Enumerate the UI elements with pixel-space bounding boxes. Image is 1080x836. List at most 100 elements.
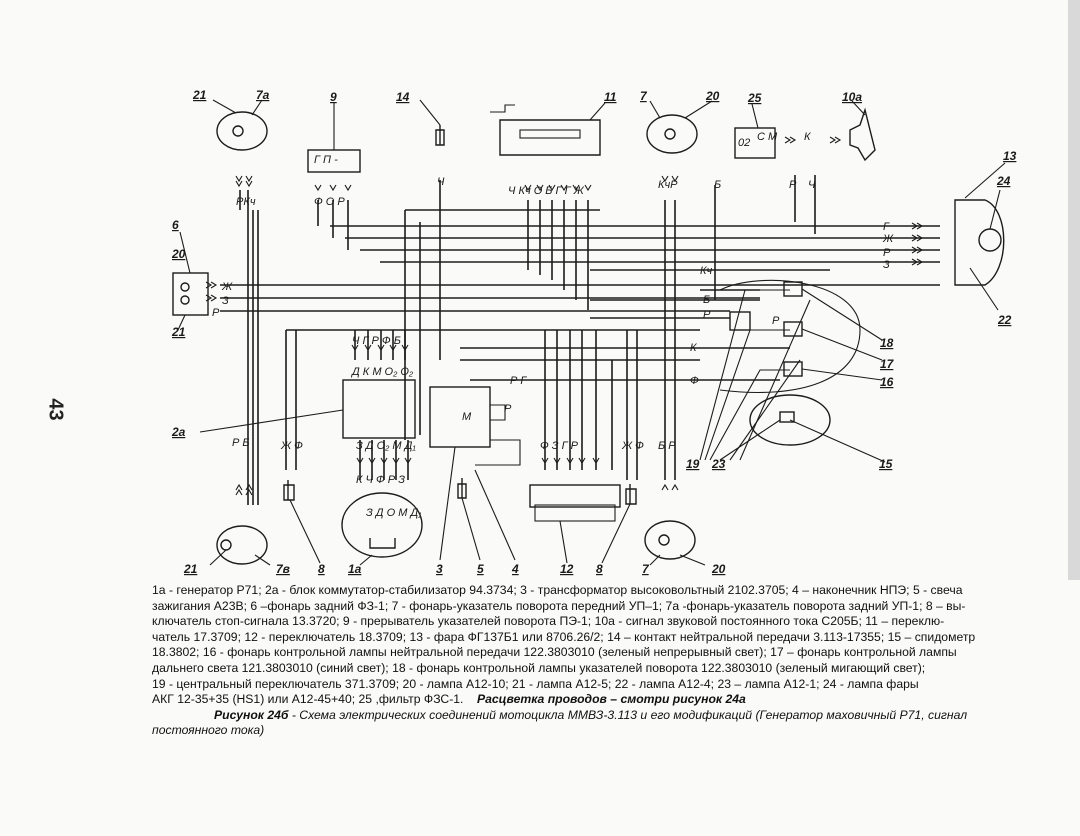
label-m: М [462, 411, 472, 423]
caption-line: чатель 17.3709; 12 - переключатель 18.37… [152, 629, 976, 644]
ignition-switch [529, 484, 621, 564]
num-4: 4 [511, 562, 519, 576]
label-switch11: Ч Кч О Б Г Г Ж [508, 185, 585, 197]
num-24: 24 [996, 174, 1011, 188]
num-16: 16 [880, 375, 894, 389]
num-20-left: 20 [171, 247, 186, 261]
wire-harness [220, 175, 940, 505]
num-7-top: 7 [640, 89, 648, 103]
num-21-left: 21 [171, 325, 186, 339]
label-z6: З [222, 295, 229, 307]
label-zhf-left: Ж Ф [280, 440, 303, 452]
label-chgrfb: Ч Г Р Ф Б [352, 335, 401, 347]
hv-transformer [429, 386, 521, 561]
num-19: 19 [686, 457, 700, 471]
label-zdomd: З Д О₂ М Д₁ [356, 440, 416, 452]
component-numbers: 21 7а 9 14 11 7 20 25 10а 13 24 6 20 21 … [171, 88, 1017, 576]
num-14: 14 [396, 90, 410, 104]
label-r6: Р [212, 307, 220, 319]
caption-line8a: АКГ 12-35+35 (HS1) или А12-45+40; 25 ,фи… [152, 692, 464, 707]
num-22: 22 [997, 313, 1012, 327]
label-kchr: КчР [658, 179, 678, 191]
wiring-diagram: 21 7а 9 14 11 7 20 25 10а 13 24 6 20 21 … [171, 88, 1017, 576]
num-13: 13 [1003, 149, 1017, 163]
num-15: 15 [879, 457, 893, 471]
label-rb: Р Б [232, 437, 250, 449]
flasher-relay [307, 102, 361, 173]
label-br: Б Р [658, 440, 676, 452]
label-r-mid: Р [703, 309, 711, 321]
horn [849, 100, 876, 162]
rear-turn-indicator-bottom [209, 525, 271, 566]
num-7-bottom: 7 [642, 562, 650, 576]
label-b25: Б [714, 179, 721, 191]
caption-line: ключатель стоп-сигнала 13.3720; 9 - прер… [152, 614, 945, 629]
label-g: Г [883, 221, 890, 233]
num-20-bottom: 20 [711, 562, 726, 576]
speedometer [749, 394, 886, 463]
label-fzgr: Ф З Г Р [540, 440, 579, 452]
num-25: 25 [747, 91, 762, 105]
stop-switch-left [283, 480, 321, 564]
indicator-wiring [699, 279, 861, 461]
label-for: Ф О Р [314, 196, 345, 208]
label-z: З [883, 259, 890, 271]
label-zdomd-gen: З Д О М Д₁ [366, 507, 422, 519]
caption-line: 19 - центральный переключатель 371.3709;… [152, 676, 919, 691]
num-21-bottom: 21 [183, 562, 198, 576]
caption-wire-colors-note: Расцветка проводов – смотри рисунок 24а [477, 692, 746, 707]
label-r25: Р [789, 179, 797, 191]
rear-turn-indicator-top [212, 99, 268, 151]
num-2a: 2а [171, 425, 186, 439]
commutator-stabilizer [199, 379, 416, 439]
num-5: 5 [477, 562, 484, 576]
label-cm: С М [757, 131, 778, 143]
generator [341, 492, 423, 566]
num-9: 9 [330, 90, 337, 104]
num-21-top: 21 [192, 88, 207, 102]
label-f-mid: Ф [690, 375, 699, 387]
num-1a: 1а [348, 562, 362, 576]
spark-plug [457, 469, 516, 561]
num-18: 18 [880, 336, 894, 350]
handlebar-switch [490, 102, 606, 156]
num-11: 11 [604, 90, 617, 104]
rear-light [172, 231, 209, 331]
num-3: 3 [436, 562, 443, 576]
num-20-top: 20 [705, 89, 720, 103]
figure-title-cont: постоянного тока) [152, 723, 265, 738]
caption-line: 1а - генератор Р71; 2а - блок коммутатор… [152, 583, 963, 597]
caption-line: зажигания А23В; 6 –фонарь задний ФЗ-1; 7… [152, 598, 966, 613]
stop-switch-right [601, 484, 637, 564]
caption-line-8: АКГ 12-35+35 (HS1) или А12-45+40; 25 ,фи… [152, 692, 1052, 708]
label-ch14: Ч [437, 176, 445, 188]
label-r3: Р [504, 403, 512, 415]
label-k25: К [804, 131, 811, 143]
label-kchfrz: К Ч Ф Р З [356, 474, 405, 486]
headlight [954, 162, 1006, 311]
label-dkmo: Д К М О₂ О₂ [350, 366, 414, 378]
num-23: 23 [711, 457, 726, 471]
num-7v-bottom: 7в [276, 562, 290, 576]
caption-line: 18.3802; 16 - фонарь контрольной лампы н… [152, 645, 957, 660]
label-zhf-right: Ж Ф [621, 440, 644, 452]
figure-caption: 1а - генератор Р71; 2а - блок коммутатор… [152, 583, 1052, 739]
neutral-contact [419, 99, 445, 146]
label-rkch-top: РКч [236, 196, 256, 208]
label-kch-mid: Кч [700, 265, 712, 277]
num-17: 17 [880, 357, 895, 371]
indicator-lamps [729, 281, 883, 381]
label-r: Р [883, 247, 891, 259]
num-6: 6 [172, 218, 179, 232]
label-k-mid: К [690, 342, 697, 354]
label-rg: Р Г [510, 375, 527, 387]
label-ch25: Ч [808, 179, 816, 191]
num-8-right: 8 [596, 562, 603, 576]
num-10a: 10а [842, 90, 862, 104]
label-zh6: Ж [221, 281, 233, 293]
scan-edge [1068, 0, 1080, 580]
label-02: 02 [738, 137, 750, 149]
front-turn-indicator-top [646, 100, 713, 154]
noise-filter [734, 103, 776, 159]
